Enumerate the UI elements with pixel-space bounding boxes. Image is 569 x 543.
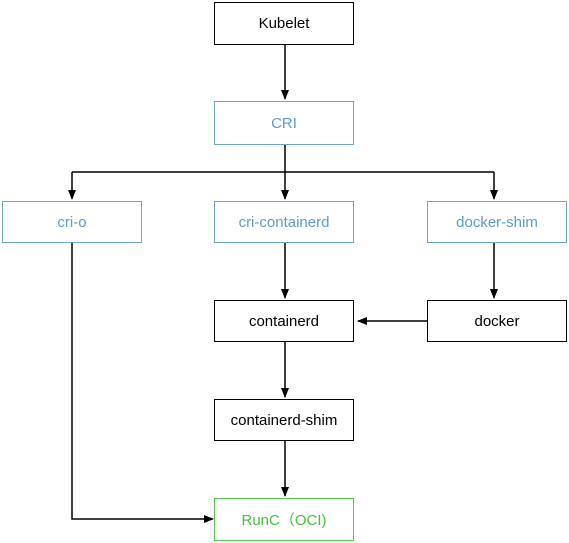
node-docker-shim: docker-shim [427, 201, 567, 243]
edge-cri-o-to-runc [71, 243, 214, 523]
node-runc: RunC（OCI) [214, 498, 354, 541]
node-containerd: containerd [214, 300, 354, 342]
node-cri: CRI [214, 101, 354, 145]
node-containerd-shim: containerd-shim [214, 399, 354, 441]
node-docker: docker [427, 300, 567, 342]
node-cri-containerd: cri-containerd [214, 201, 354, 243]
node-kubelet: Kubelet [214, 2, 354, 45]
node-cri-o: cri-o [2, 201, 142, 243]
